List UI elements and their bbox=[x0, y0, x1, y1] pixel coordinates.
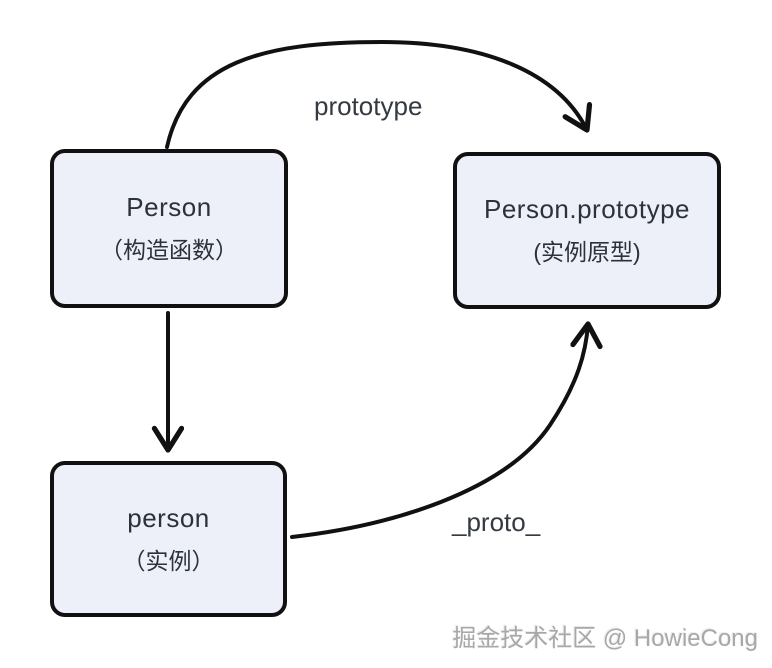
edge-proto-arrow bbox=[290, 324, 588, 539]
node-prototype-subtitle: (实例原型) bbox=[533, 239, 641, 265]
node-person-subtitle: （构造函数） bbox=[100, 237, 238, 263]
edge-label-prototype: prototype bbox=[314, 91, 423, 121]
watermark: 掘金技术社区 @ HowieCong bbox=[452, 625, 758, 652]
node-person-instance: person （实例） bbox=[50, 461, 287, 617]
edge-label-proto: _proto_ bbox=[452, 507, 541, 537]
node-person-title: Person bbox=[126, 192, 212, 222]
node-person-constructor: Person （构造函数） bbox=[50, 149, 288, 308]
node-person-prototype: Person.prototype (实例原型) bbox=[453, 152, 721, 309]
node-instance-title: person bbox=[127, 502, 210, 533]
node-instance-subtitle: （实例） bbox=[122, 547, 215, 574]
node-prototype-title: Person.prototype bbox=[483, 194, 690, 224]
